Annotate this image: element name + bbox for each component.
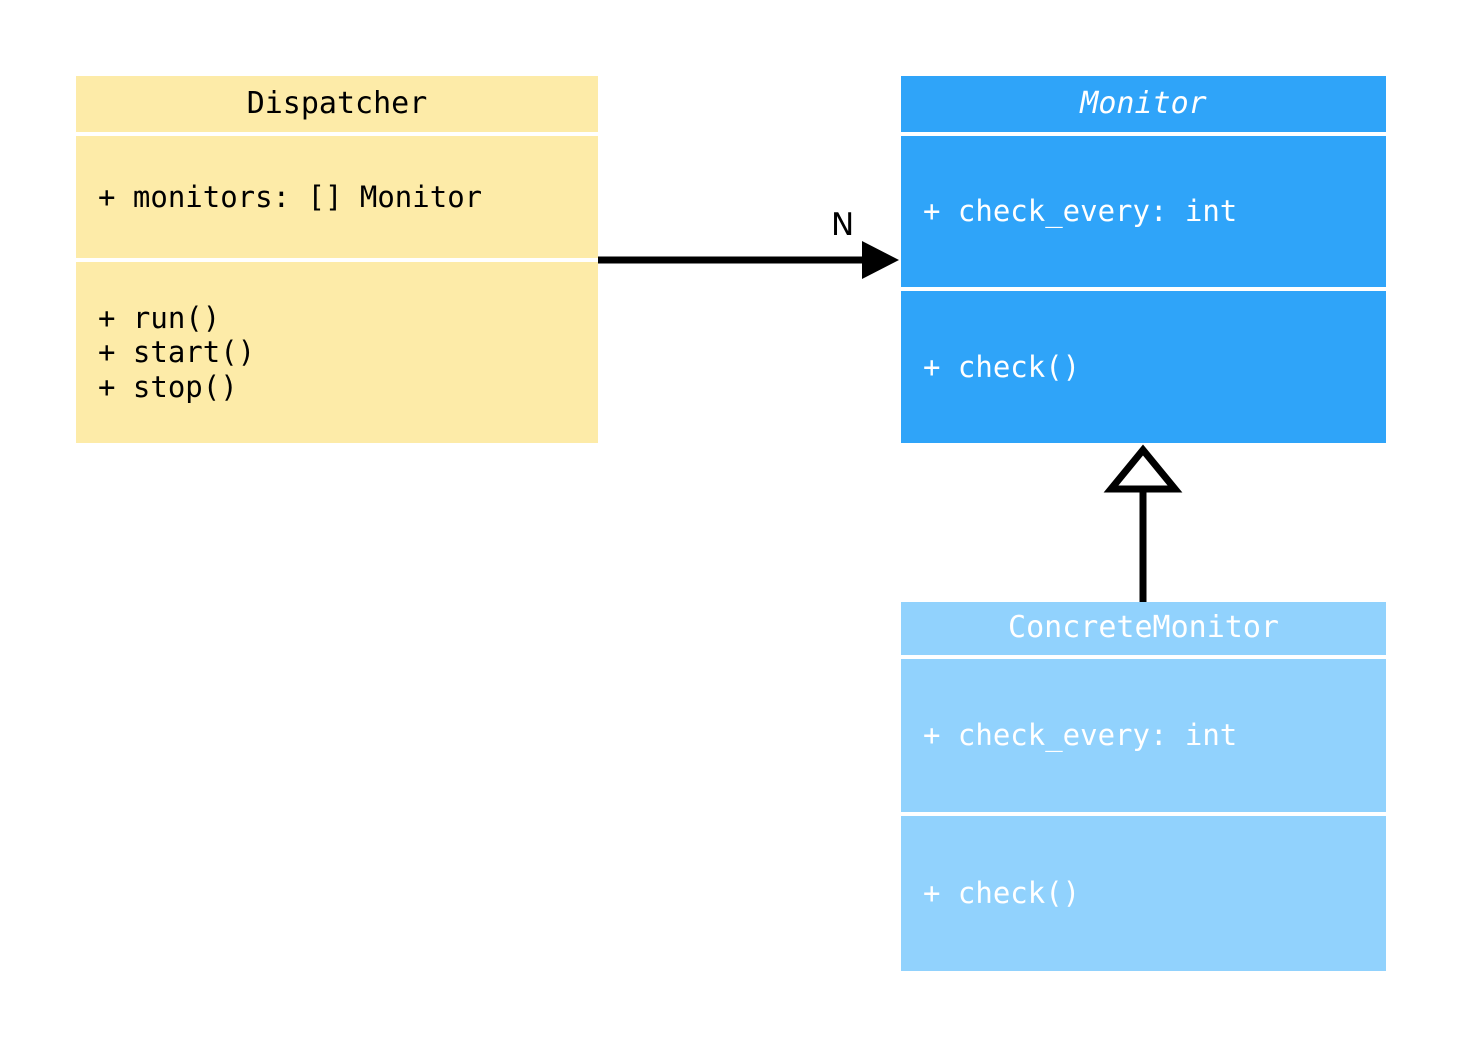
section-divider bbox=[901, 132, 1386, 136]
section-divider bbox=[901, 655, 1386, 659]
uml-class-monitor[interactable]: Monitor + check_every: int + check() bbox=[901, 76, 1386, 443]
section-divider bbox=[76, 258, 598, 262]
uml-class-concrete-monitor[interactable]: ConcreteMonitor + check_every: int + che… bbox=[901, 602, 1386, 971]
class-name-dispatcher: Dispatcher bbox=[76, 76, 598, 132]
operations-monitor: + check() bbox=[901, 291, 1386, 443]
attributes-dispatcher: + monitors: [] Monitor bbox=[76, 136, 598, 258]
section-divider bbox=[901, 287, 1386, 291]
attributes-concrete-monitor: + check_every: int bbox=[901, 659, 1386, 812]
association-multiplicity-label: N bbox=[831, 207, 855, 243]
association-dispatcher-monitor bbox=[598, 241, 899, 279]
class-name-monitor: Monitor bbox=[901, 76, 1386, 132]
operations-concrete-monitor: + check() bbox=[901, 816, 1386, 971]
association-arrowhead-icon bbox=[862, 241, 899, 279]
generalization-concrete-monitor bbox=[1103, 444, 1183, 602]
section-divider bbox=[76, 132, 598, 136]
generalization-hollow-triangle-icon bbox=[1103, 444, 1183, 493]
class-name-concrete-monitor: ConcreteMonitor bbox=[901, 602, 1386, 655]
uml-class-dispatcher[interactable]: Dispatcher + monitors: [] Monitor + run(… bbox=[76, 76, 598, 443]
section-divider bbox=[901, 812, 1386, 816]
operations-dispatcher: + run() + start() + stop() bbox=[76, 262, 598, 443]
attributes-monitor: + check_every: int bbox=[901, 136, 1386, 287]
